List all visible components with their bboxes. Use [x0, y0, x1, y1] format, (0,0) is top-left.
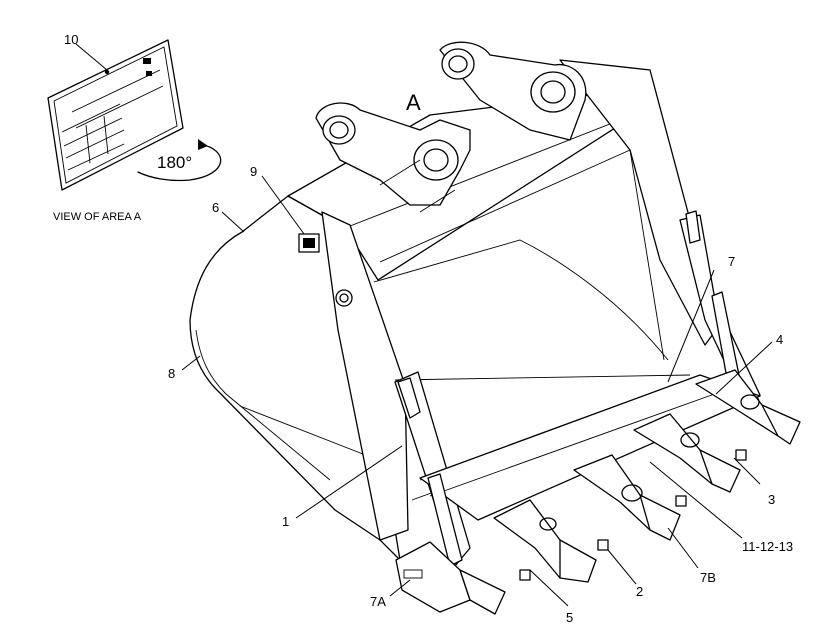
- leader-lines: [75, 43, 773, 607]
- nameplate-inset: [47, 39, 184, 191]
- linkage-bosses: [315, 41, 587, 213]
- callout-7: 7: [728, 254, 735, 269]
- rotation-arrow-icon: [137, 139, 222, 182]
- rotation-label: 180°: [157, 153, 192, 172]
- callout-2: 2: [636, 584, 643, 599]
- area-label: A: [406, 90, 421, 115]
- corner-adapter-7A: [395, 541, 506, 615]
- tooth-2: [573, 454, 681, 541]
- callout-9: 9: [250, 164, 257, 179]
- bucket-nameplate: [298, 233, 320, 253]
- tooth-3: [633, 413, 741, 493]
- tooth-4: [695, 369, 801, 445]
- callout-5: 5: [566, 610, 573, 625]
- callout-7B: 7B: [700, 570, 716, 585]
- tooth-1: [493, 499, 597, 583]
- callout-1: 1: [282, 514, 289, 529]
- side-protectors: [397, 210, 741, 567]
- callout-7A: 7A: [370, 594, 386, 609]
- callout-10: 10: [64, 32, 78, 47]
- callout-4: 4: [776, 332, 783, 347]
- callout-11-12-13: 11-12-13: [742, 539, 793, 554]
- callout-6: 6: [212, 200, 219, 215]
- view-caption: VIEW OF AREA A: [53, 211, 142, 223]
- callout-3: 3: [768, 492, 775, 507]
- bucket-body: [189, 59, 761, 567]
- locking-pins: [519, 449, 747, 581]
- callout-8: 8: [168, 366, 175, 381]
